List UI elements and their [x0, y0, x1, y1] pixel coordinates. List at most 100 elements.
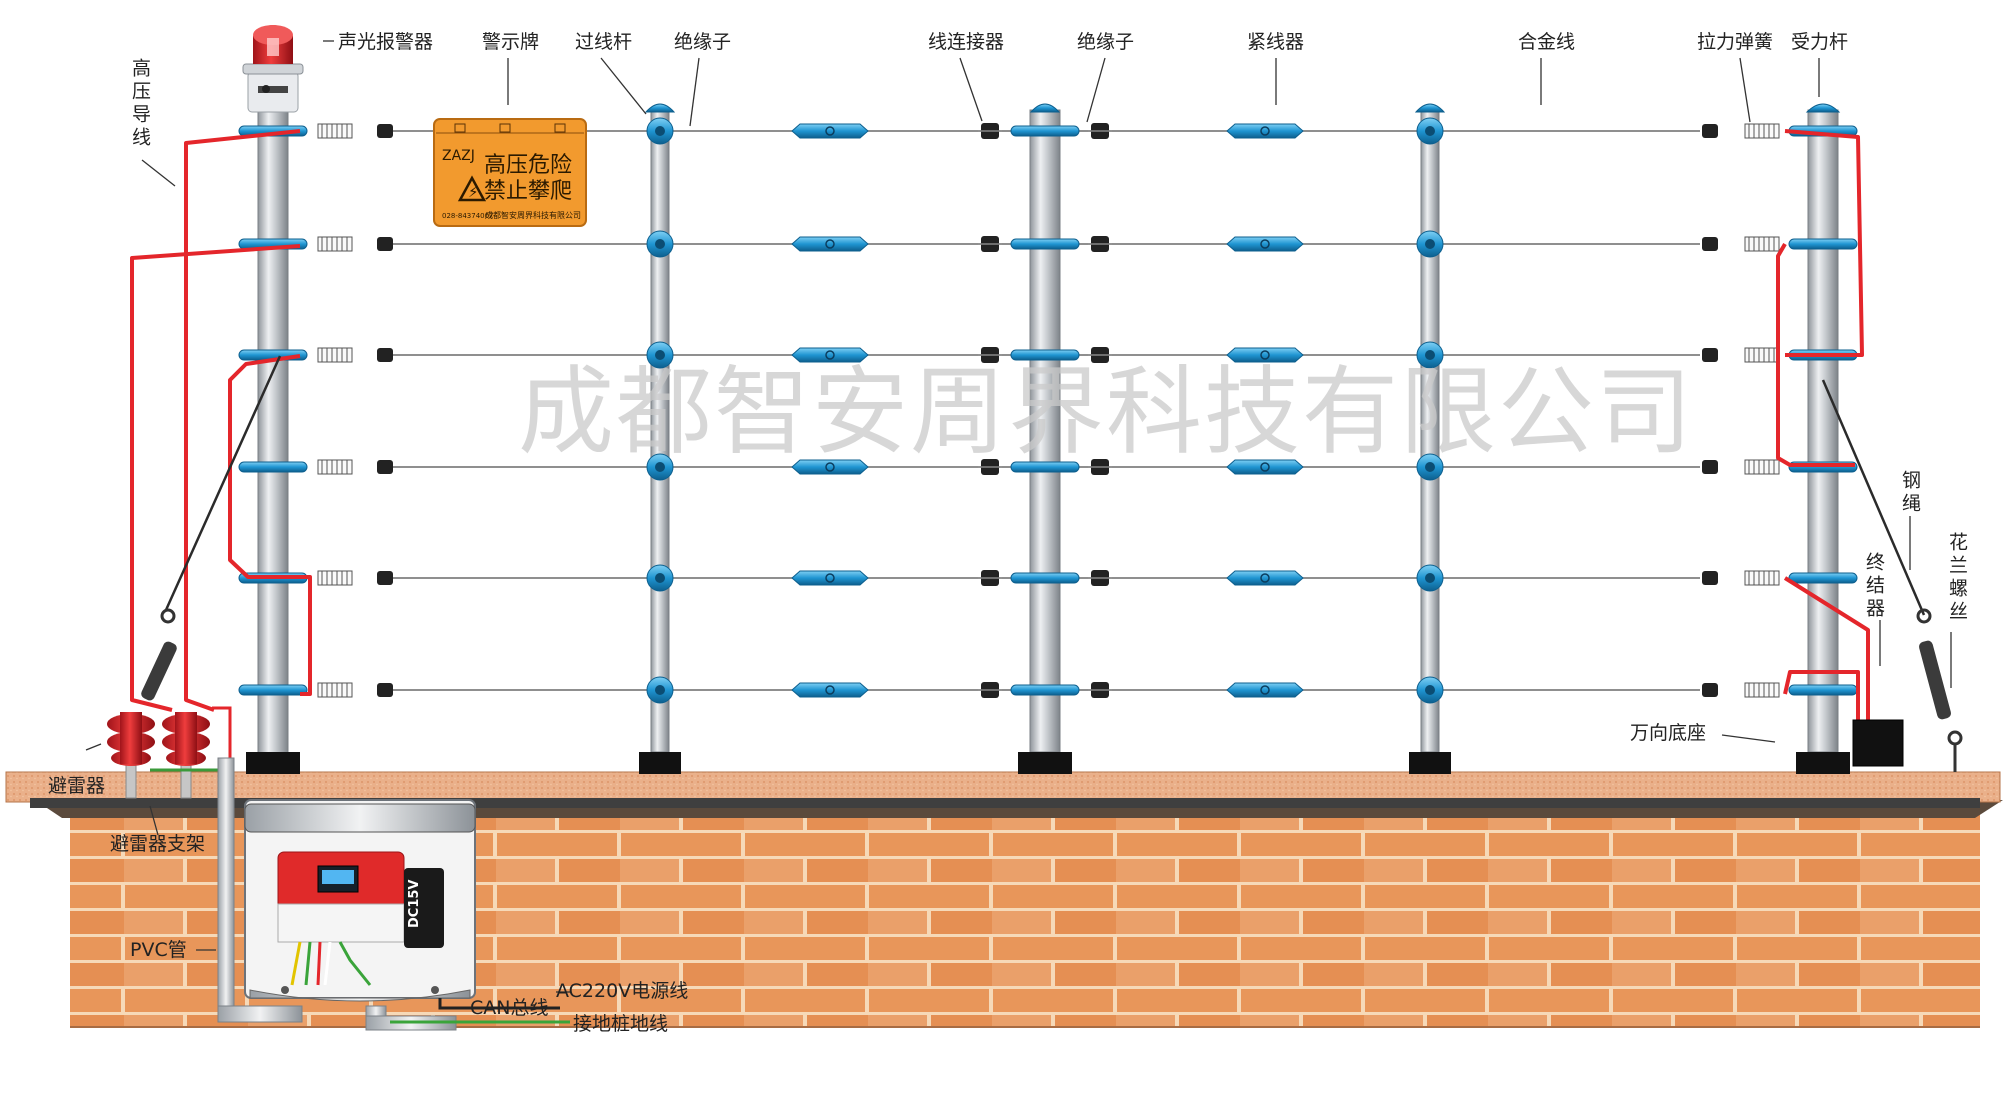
pole-clamp	[1010, 125, 1080, 137]
fence-poles	[246, 103, 1850, 774]
pass-insulator-hole	[1425, 573, 1435, 583]
end-insulator	[377, 124, 393, 138]
tightener-mark	[1260, 126, 1270, 136]
pole-base	[246, 752, 300, 774]
lightning-arrester	[107, 706, 232, 799]
sign-company: 成都智安周界科技有限公司	[485, 210, 581, 220]
label-pvc: PVC管	[130, 939, 187, 961]
wire-tightener	[791, 123, 869, 139]
pole-base	[639, 752, 681, 774]
tightener-mark	[1260, 685, 1270, 695]
tightener-mark	[825, 350, 835, 360]
label-can-bus: CAN总线	[470, 997, 548, 1019]
wire-tightener	[791, 570, 869, 586]
wire-fittings	[238, 117, 1858, 704]
label-arrester-bracket: 避雷器支架	[110, 833, 205, 855]
pole-clamp	[1010, 461, 1080, 473]
pole-clamp	[1010, 572, 1080, 584]
pass-insulator-hole	[655, 239, 665, 249]
pole-clamp	[1788, 238, 1858, 250]
tightener-mark	[1260, 239, 1270, 249]
wire-tightener	[791, 236, 869, 252]
turnbuckle-left	[141, 608, 177, 701]
label-ground: 接地桩地线	[573, 1013, 668, 1035]
pass-insulator-hole	[1425, 239, 1435, 249]
pass-insulator-hole	[655, 350, 665, 360]
pole-cap	[1414, 103, 1446, 113]
wire-tightener	[1226, 459, 1304, 475]
svg-text:⚡: ⚡	[468, 183, 479, 201]
pole-clamp	[1788, 572, 1858, 584]
end-insulator	[1702, 124, 1718, 138]
tightener-mark	[825, 573, 835, 583]
tightener-mark	[825, 462, 835, 472]
label-alarm: 声光报警器	[338, 31, 433, 53]
label-insulator-b: 绝缘子	[1077, 31, 1134, 53]
end-insulator	[1702, 348, 1718, 362]
tightener-mark	[825, 685, 835, 695]
pole-clamp	[238, 461, 308, 473]
label-sign: 警示牌	[482, 31, 539, 53]
label-spring: 拉力弹簧	[1697, 31, 1773, 53]
annotations	[85, 40, 1952, 993]
tightener-mark	[825, 239, 835, 249]
fence-pole	[257, 111, 289, 755]
pole-clamp	[1010, 684, 1080, 696]
watermark: 成都智安周界科技有限公司	[518, 356, 1694, 468]
tightener-mark	[825, 126, 835, 136]
tightener-mark	[1260, 462, 1270, 472]
end-insulator	[377, 571, 393, 585]
label-turnbuckle: 花兰螺丝	[1946, 532, 1968, 624]
tightener-mark	[1260, 350, 1270, 360]
steel-rope	[164, 355, 1926, 616]
end-insulator	[1702, 460, 1718, 474]
end-insulator	[377, 348, 393, 362]
label-terminator: 终结器	[1863, 552, 1885, 621]
label-insulator-a: 绝缘子	[674, 31, 731, 53]
end-insulator	[377, 237, 393, 251]
pass-insulator-hole	[655, 462, 665, 472]
pole-base	[1796, 752, 1850, 774]
pole-clamp	[1010, 238, 1080, 250]
wire-tightener	[791, 347, 869, 363]
wire-tightener	[1226, 123, 1304, 139]
pass-insulator-hole	[1425, 350, 1435, 360]
pole-cap	[1805, 103, 1841, 113]
pvc-pipe	[217, 757, 457, 1031]
label-texts: 高压导线 声光报警器 警示牌 过线杆 绝缘子 线连接器 绝缘子 紧线器 合金线 …	[48, 31, 1968, 1035]
cable-leads	[390, 998, 570, 1024]
label-tightener: 紧线器	[1247, 31, 1304, 53]
fence-pole	[1807, 109, 1839, 753]
wire-tightener	[791, 682, 869, 698]
controller-voltage: DC15V	[407, 880, 422, 928]
sign-line2: 禁止攀爬	[484, 179, 572, 204]
wire-tightener	[791, 459, 869, 475]
end-insulator	[1702, 237, 1718, 251]
label-base: 万向底座	[1630, 722, 1706, 744]
pass-insulator-hole	[1425, 685, 1435, 695]
pass-insulator-hole	[655, 685, 665, 695]
turnbuckle-right	[1916, 608, 1963, 772]
label-connector: 线连接器	[928, 31, 1004, 53]
end-insulator	[1702, 683, 1718, 697]
warning-sign: ⚡ ZAZJ 高压危险 禁止攀爬 028-84374007 成都智安周界科技有限…	[433, 118, 587, 227]
pole-cap	[1029, 103, 1061, 113]
controller-enclosure: DC15V	[244, 799, 476, 1002]
end-insulator	[377, 460, 393, 474]
wire-tightener	[1226, 682, 1304, 698]
pole-clamp	[1010, 349, 1080, 361]
end-insulator	[1702, 571, 1718, 585]
pass-insulator-hole	[655, 126, 665, 136]
wire-tightener	[1226, 236, 1304, 252]
sign-code: ZAZJ	[442, 148, 475, 164]
label-hv-lead: 高压导线	[129, 58, 151, 150]
pole-clamp	[238, 684, 308, 696]
wire-tightener	[1226, 570, 1304, 586]
pole-base	[1409, 752, 1451, 774]
sign-phone: 028-84374007	[442, 212, 494, 220]
pass-insulator-hole	[1425, 462, 1435, 472]
label-arrester: 避雷器	[48, 775, 105, 797]
alarm-device	[242, 25, 304, 113]
hv-lead-wires	[130, 129, 1870, 720]
